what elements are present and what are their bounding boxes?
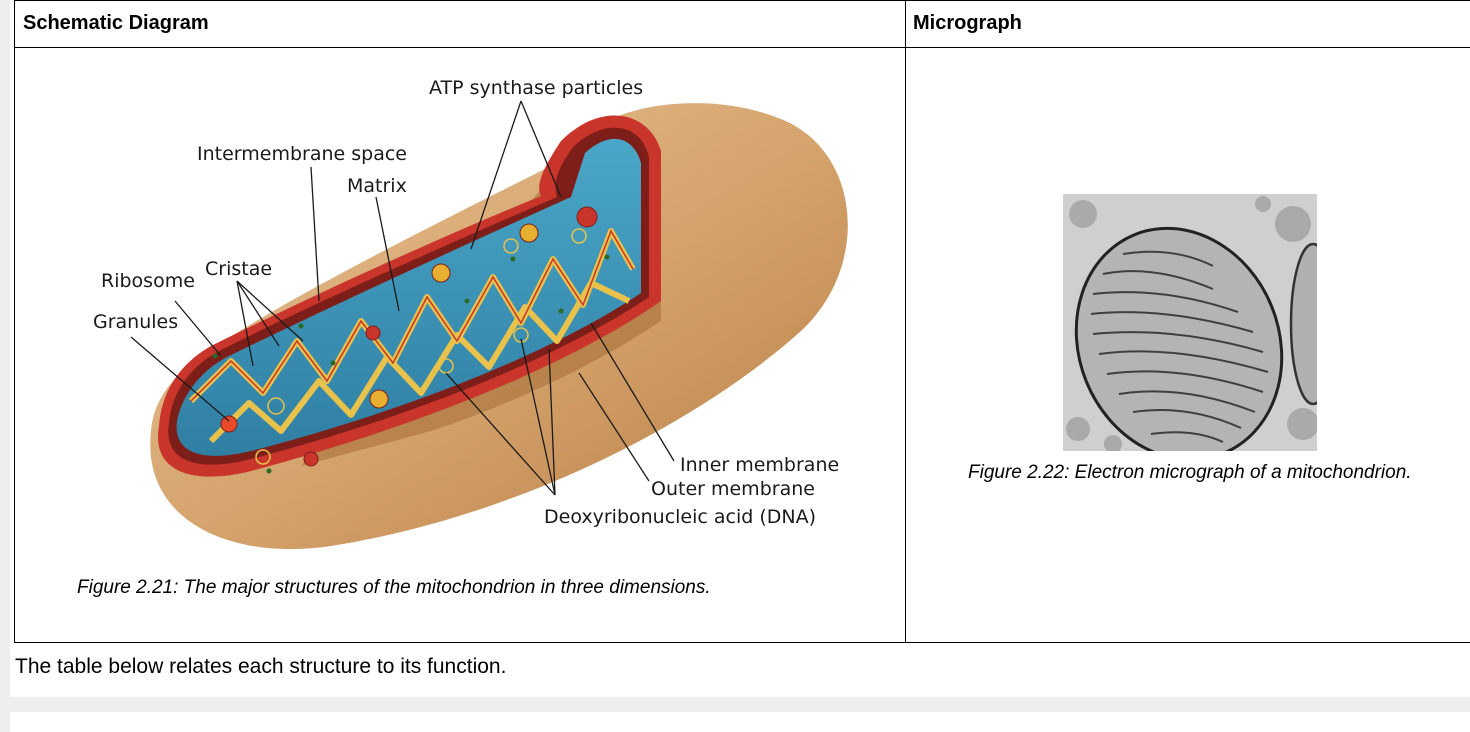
cristae-inner — [190, 229, 634, 402]
column-divider — [905, 1, 906, 642]
matrix — [176, 138, 641, 456]
label-outer-membrane: Outer membrane — [651, 478, 815, 500]
leader-lines — [130, 100, 675, 496]
label-inner-membrane: Inner membrane — [680, 454, 839, 476]
label-matrix: Matrix — [347, 175, 407, 197]
body-paragraph: The table below relates each structure t… — [15, 655, 507, 678]
granules — [220, 206, 598, 467]
figure-caption-schematic: Figure 2.21: The major structures of the… — [77, 577, 711, 598]
header-micrograph: Micrograph — [913, 12, 1022, 34]
structure-table: Schematic Diagram Micrograph — [14, 0, 1470, 643]
next-page-edge — [10, 712, 1470, 732]
ribosomes — [212, 254, 610, 474]
figure-caption-micrograph: Figure 2.22: Electron micrograph of a mi… — [968, 462, 1412, 483]
label-dna: Deoxyribonucleic acid (DNA) — [544, 506, 816, 528]
electron-micrograph-image — [1063, 194, 1317, 451]
document-page: Schematic Diagram Micrograph — [10, 0, 1470, 697]
label-intermembrane-space: Intermembrane space — [197, 143, 407, 165]
table-header-row: Schematic Diagram Micrograph — [15, 1, 1470, 48]
dna-loops — [255, 228, 587, 465]
label-granules: Granules — [93, 311, 178, 333]
header-schematic-diagram: Schematic Diagram — [23, 12, 209, 34]
label-atp-synthase: ATP synthase particles — [429, 77, 643, 99]
mitochondrion-diagram: ATP synthase particles Intermembrane spa… — [93, 77, 848, 550]
label-cristae: Cristae — [205, 258, 272, 280]
label-ribosome: Ribosome — [101, 270, 195, 292]
